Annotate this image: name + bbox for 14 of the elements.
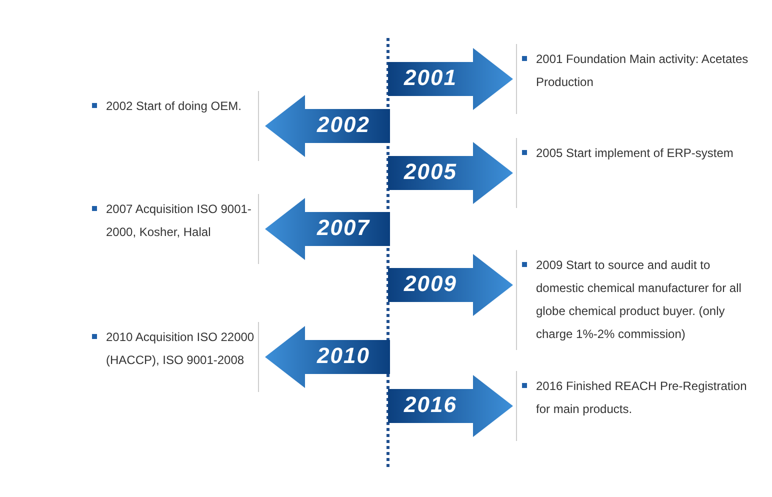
event-description: 2001 Foundation Main activity: Acetates Production [536, 51, 750, 91]
year-label: 2001 [404, 65, 457, 91]
event-description: 2007 Acquisition ISO 9001-2000, Kosher, Halal [106, 201, 252, 241]
year-label: 2007 [317, 215, 370, 241]
event-description: 2010 Acquisition ISO 22000 (HACCP), ISO 9001-2008 [106, 329, 256, 369]
year-label: 2016 [404, 392, 457, 418]
event-description: 2009 Start to source and audit to domestic chemical manufacturer for all globe chemical product buyer. (only charge 1%-2% commission) [536, 257, 742, 343]
year-label: 2009 [404, 271, 457, 297]
year-label: 2010 [317, 343, 370, 369]
event-description: 2002 Start of doing OEM. [106, 98, 242, 115]
year-label: 2002 [317, 112, 370, 138]
year-label: 2005 [404, 159, 457, 185]
event-description: 2016 Finished REACH Pre-Registration for main products. [536, 378, 748, 418]
event-description: 2005 Start implement of ERP-system [536, 145, 734, 162]
